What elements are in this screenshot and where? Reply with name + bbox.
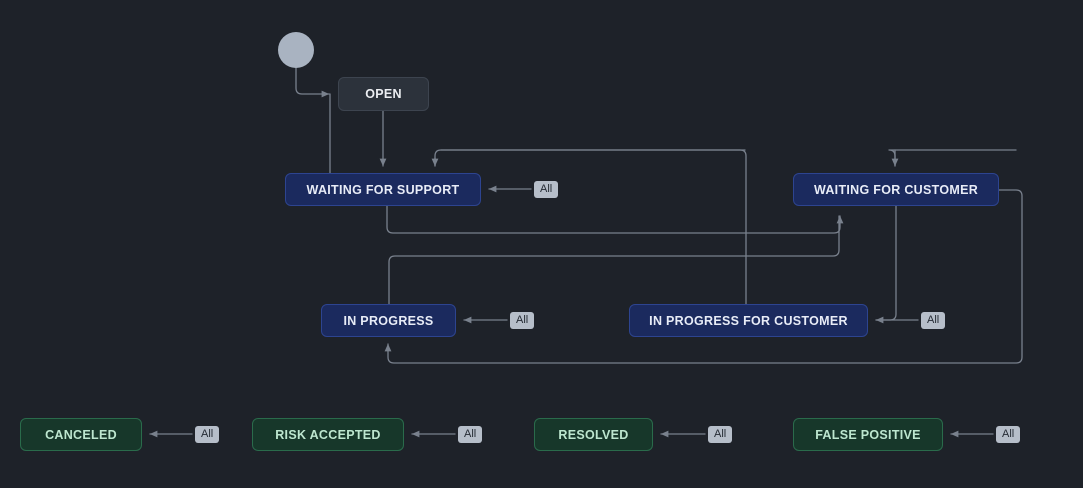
- edge-rail-into-wfs: [434, 149, 746, 167]
- edge-wfc-to-ipfc: [875, 205, 897, 321]
- edge-wfs-to-wfc: [386, 205, 844, 234]
- node-canceled[interactable]: CANCELED: [20, 418, 142, 451]
- node-in-progress-for-customer[interactable]: IN PROGRESS FOR CUSTOMER: [629, 304, 868, 337]
- edge-wfc-to-ip: [384, 189, 1023, 364]
- edge-rail-into-wfc: [888, 149, 1017, 167]
- node-resolved[interactable]: RESOLVED: [534, 418, 653, 451]
- node-waiting-for-customer[interactable]: WAITING FOR CUSTOMER: [793, 173, 999, 206]
- node-false-positive[interactable]: FALSE POSITIVE: [793, 418, 943, 451]
- start-node[interactable]: [278, 32, 314, 68]
- edge-label-all-in-progress[interactable]: All: [510, 312, 535, 329]
- node-risk-accepted[interactable]: RISK ACCEPTED: [252, 418, 404, 451]
- edge-label-all-risk-accepted[interactable]: All: [458, 426, 483, 443]
- node-waiting-for-support[interactable]: WAITING FOR SUPPORT: [285, 173, 481, 206]
- edge-label-all-in-progress-for-customer[interactable]: All: [921, 312, 946, 329]
- node-open[interactable]: OPEN: [338, 77, 429, 111]
- edge-label-all-false-positive[interactable]: All: [996, 426, 1021, 443]
- edge-label-all-resolved[interactable]: All: [708, 426, 733, 443]
- edge-label-all-canceled[interactable]: All: [195, 426, 220, 443]
- node-in-progress[interactable]: IN PROGRESS: [321, 304, 456, 337]
- edge-ip-to-wfc: [388, 215, 840, 305]
- edge-label-all-waiting-for-support[interactable]: All: [534, 181, 559, 198]
- edge-ipfc-to-wfs: [440, 149, 747, 305]
- edge-start-open: [295, 67, 330, 98]
